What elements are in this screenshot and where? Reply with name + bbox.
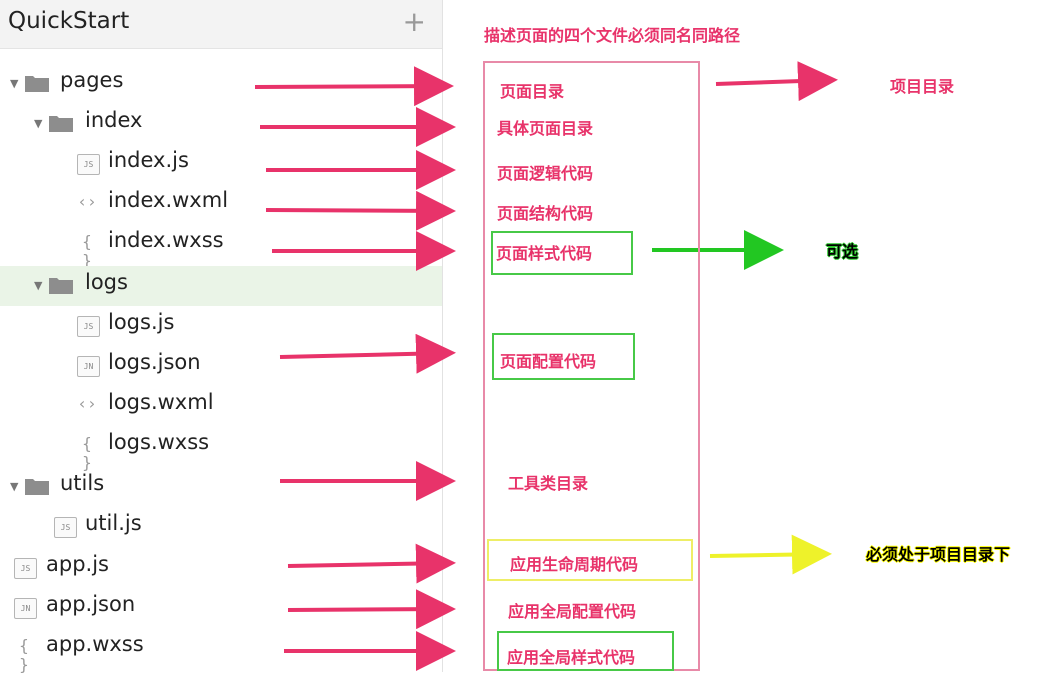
tree-item-label: app.wxss	[46, 632, 144, 656]
arrow-logs-json	[279, 333, 456, 374]
tree-item-index-wxml[interactable]: ‹› index.wxml	[0, 184, 442, 224]
annotation-project-dir: 项目目录	[890, 77, 955, 96]
arrow-app-json	[287, 589, 456, 630]
annotation-app-lifecycle: 应用生命周期代码	[510, 555, 639, 574]
tree-item-label: logs.json	[108, 350, 201, 374]
arrow-pages	[254, 66, 454, 107]
chevron-down-icon[interactable]: ▼	[34, 117, 43, 130]
tree-item-label: pages	[60, 68, 124, 92]
tree-item-label: logs.js	[108, 310, 175, 334]
tree-item-label: logs.wxml	[108, 390, 214, 414]
json-file-icon: JN	[77, 356, 100, 377]
tree-item-label: util.js	[85, 511, 142, 535]
annotation-page-logic: 页面逻辑代码	[497, 164, 594, 183]
plus-icon[interactable]: +	[402, 5, 426, 38]
tree-item-label: index	[85, 108, 143, 132]
app-style-box	[497, 631, 674, 671]
tree-item-label: index.js	[108, 148, 189, 172]
js-file-icon: JS	[77, 154, 100, 175]
annotation-page-structure: 页面结构代码	[497, 204, 594, 223]
folder-icon	[49, 116, 73, 132]
file-tree-panel: QuickStart + ▼ pages ▼ index JS index.js…	[0, 0, 443, 674]
tree-item-index[interactable]: ▼ index	[0, 104, 442, 144]
annotation-app-config: 应用全局配置代码	[508, 602, 637, 621]
annotation-page-config: 页面配置代码	[500, 352, 597, 371]
app-lifecycle-box	[487, 539, 693, 581]
tree-item-index-js[interactable]: JS index.js	[0, 144, 442, 184]
tree-item-logs-wxss[interactable]: { } logs.wxss	[0, 426, 442, 472]
js-file-icon: JS	[14, 558, 37, 579]
arrow-app-js	[287, 543, 456, 584]
project-title: QuickStart	[8, 8, 130, 34]
tree-item-logs[interactable]: ▼ logs	[0, 266, 442, 306]
annotation-header: 描述页面的四个文件必须同名同路径	[484, 26, 741, 45]
curly-braces-icon: { }	[19, 636, 29, 674]
tree-item-label: logs	[85, 270, 128, 294]
folder-icon	[49, 278, 73, 294]
tree-item-label: utils	[60, 471, 105, 495]
curly-braces-icon: { }	[82, 434, 92, 472]
curly-braces-icon: { }	[82, 232, 92, 270]
tree-item-label: app.js	[46, 552, 109, 576]
annotation-specific-page-dir: 具体页面目录	[497, 119, 594, 138]
page-style-box	[491, 231, 633, 275]
arrow-project-dir	[715, 61, 838, 102]
tree-item-utils[interactable]: ▼ utils	[0, 467, 442, 507]
js-file-icon: JS	[54, 517, 77, 538]
arrow-index-wxml	[265, 190, 456, 231]
arrow-must-root	[709, 534, 832, 575]
tree-item-logs-json[interactable]: JN logs.json	[0, 346, 442, 386]
tree-item-logs-js[interactable]: JS logs.js	[0, 306, 442, 346]
chevron-down-icon[interactable]: ▼	[10, 77, 19, 90]
annotation-optional: 可选	[826, 242, 859, 261]
tree-item-pages[interactable]: ▼ pages	[0, 64, 442, 104]
chevron-down-icon[interactable]: ▼	[10, 480, 19, 493]
tree-item-app-wxss[interactable]: { } app.wxss	[0, 628, 442, 674]
code-brackets-icon: ‹›	[77, 192, 97, 211]
annotation-must-root: 必须处于项目目录下	[866, 545, 1011, 564]
tree-item-util-js[interactable]: JS util.js	[0, 507, 442, 547]
annotation-page-dir: 页面目录	[500, 82, 565, 101]
annotation-utils-dir: 工具类目录	[508, 474, 589, 493]
folder-icon	[25, 76, 49, 92]
tree-item-label: app.json	[46, 592, 136, 616]
panel-header: QuickStart +	[0, 0, 442, 49]
annotation-app-style: 应用全局样式代码	[507, 648, 636, 667]
chevron-down-icon[interactable]: ▼	[34, 279, 43, 292]
tree-item-label: index.wxss	[108, 228, 224, 252]
folder-icon	[25, 479, 49, 495]
tree-item-logs-wxml[interactable]: ‹› logs.wxml	[0, 386, 442, 426]
tree-item-label: logs.wxss	[108, 430, 210, 454]
code-brackets-icon: ‹›	[77, 394, 97, 413]
tree-item-app-json[interactable]: JN app.json	[0, 588, 442, 628]
page-config-box	[492, 333, 635, 380]
js-file-icon: JS	[77, 316, 100, 337]
tree-item-index-wxss[interactable]: { } index.wxss	[0, 224, 442, 270]
tree-item-label: index.wxml	[108, 188, 229, 212]
annotation-page-style: 页面样式代码	[496, 244, 593, 263]
tree-item-app-js[interactable]: JS app.js	[0, 548, 442, 588]
json-file-icon: JN	[14, 598, 37, 619]
